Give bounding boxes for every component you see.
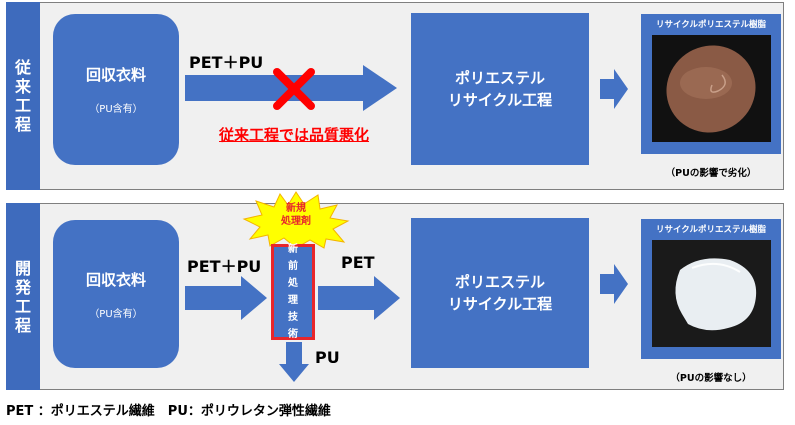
developed-source-box: 回収衣料 （PU含有）: [53, 220, 179, 368]
conventional-process-box: ポリエステル リサイクル工程: [411, 13, 589, 165]
pu-down-arrow: [279, 342, 309, 382]
brown-resin-disc-icon: [665, 45, 756, 133]
footer-legend: PET ：ポリエステル繊維 PU：ポリウレタン弾性繊維: [6, 404, 331, 419]
source-title: 回収衣料: [85, 270, 146, 289]
conventional-result-panel: リサイクルポリエステル樹脂: [641, 14, 781, 154]
conventional-result-caption: （PUの影響で劣化）: [665, 168, 757, 179]
process-line1: ポリエステル: [454, 273, 545, 291]
developed-process-box: ポリエステル リサイクル工程: [411, 218, 589, 368]
source-subtitle: （PU含有）: [89, 308, 143, 320]
conventional-arrow-label: PET＋PU: [189, 53, 264, 72]
conventional-side-label: 従 来 工 程: [6, 2, 40, 190]
developed-result-panel: リサイクルポリエステル樹脂: [641, 219, 781, 359]
source-title: 回収衣料: [85, 66, 146, 84]
result-title: リサイクルポリエステル樹脂: [655, 225, 767, 235]
quality-warning: 従来工程では品質悪化: [219, 126, 370, 144]
new-pretreatment-tech-box: 新 前 処 理 技 術: [271, 244, 315, 340]
process-line2: リサイクル工程: [447, 91, 553, 109]
red-x-icon: [273, 68, 315, 110]
developed-out-arrow: [318, 276, 400, 320]
degraded-resin-photo: [651, 35, 771, 142]
clear-resin-photo: [651, 240, 771, 347]
developed-arrow-in-label: PET＋PU: [187, 257, 262, 276]
developed-result-arrow: [600, 264, 628, 304]
process-line2: リサイクル工程: [447, 295, 553, 313]
source-subtitle: （PU含有）: [89, 104, 143, 115]
white-resin-disc-icon: [674, 258, 756, 331]
pu-down-label: PU: [315, 348, 340, 367]
developed-in-arrow: [185, 276, 267, 320]
developed-result-caption: （PUの影響なし）: [670, 373, 752, 384]
developed-arrow-out-label: PET: [341, 253, 375, 272]
process-line1: ポリエステル: [454, 69, 545, 87]
conventional-source-box: 回収衣料 （PU含有）: [53, 14, 179, 165]
new-agent-label: 新規 処理剤: [281, 203, 311, 227]
conventional-result-arrow: [600, 69, 628, 109]
result-title: リサイクルポリエステル樹脂: [655, 20, 767, 30]
developed-side-label: 開 発 工 程: [6, 203, 40, 390]
